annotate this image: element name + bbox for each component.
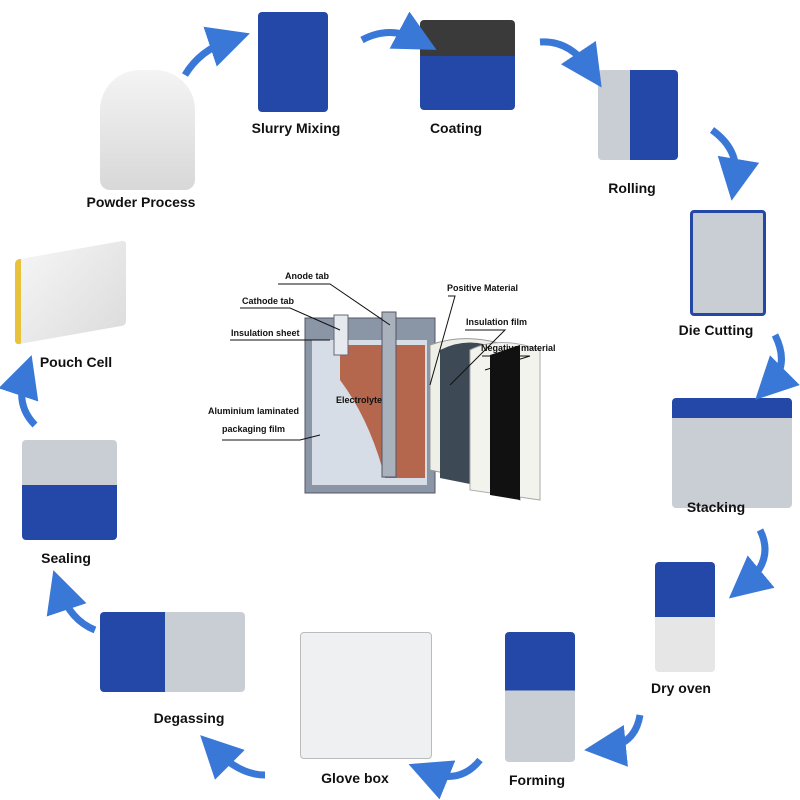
step-label: Die Cutting [678,322,754,338]
step-label: Pouch Cell [39,354,113,370]
label-packaging-film-2: packaging film [222,424,286,434]
label-insulation-sheet: Insulation sheet [231,328,300,338]
step-label: Degassing [153,710,225,726]
arrow-icon [181,26,250,77]
arrow-icon [360,11,437,50]
leader-lines [222,283,531,441]
arrow-icon [46,570,97,634]
rolling-machine [598,70,678,160]
label-insulation-film: Insulation film [466,317,528,327]
forming-machine [505,632,575,762]
step-label: Slurry Mixing [251,120,341,136]
arrow-icon [0,355,39,428]
powder-process-machine [100,70,195,190]
arrow-icon [755,333,800,400]
sealing-machine [22,440,117,540]
arrow-icon [584,714,644,767]
step-label: Dry oven [651,680,711,696]
arrow-icon [539,38,602,88]
die-cutting-machine [690,210,766,316]
step-label: Rolling [608,180,656,196]
arrow-icon [709,127,760,201]
step-label: Coating [429,120,483,136]
step-label: Forming [509,772,565,788]
slurry-mixing-machine [258,12,328,112]
stacking-machine [672,398,792,508]
dry-oven-machine [655,562,715,672]
step-label: Glove box [321,770,389,786]
label-electrolyte: Electrolyte [336,395,383,405]
label-cathode-tab: Cathode tab [242,296,295,306]
label-positive-material: Positive Material [447,283,519,293]
step-label: Powder Process [86,194,196,210]
label-anode-tab: Anode tab [285,271,329,281]
arrow-icon [728,528,775,599]
label-packaging-film: Aluminium laminated [208,406,300,416]
step-label: Sealing [41,550,91,566]
glove-box-machine [300,632,432,759]
degassing-machine [100,612,245,692]
arrow-icon [200,735,266,780]
pouch-cell-cross-section [304,311,541,501]
arrow-icon [408,757,483,800]
label-negative-material: Negative material [481,343,556,353]
step-label: Stacking [686,499,746,515]
